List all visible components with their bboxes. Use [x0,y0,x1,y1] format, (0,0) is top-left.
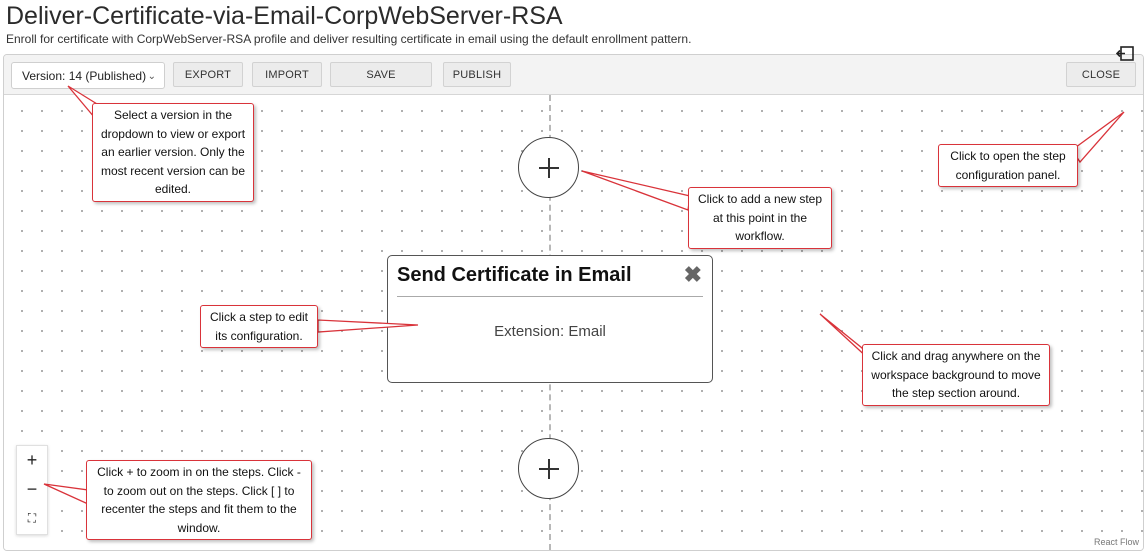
open-panel-icon[interactable] [1116,46,1134,62]
callout-config-panel: Click to open the step configuration pan… [938,144,1078,187]
zoom-controls: + − ⛶ [16,445,48,535]
export-button[interactable]: EXPORT [173,62,243,87]
close-button[interactable]: CLOSE [1066,62,1136,87]
zoom-in-button[interactable]: + [26,450,38,470]
version-select-value: Version: 14 (Published) [22,69,147,83]
close-icon[interactable]: ✖ [683,262,702,287]
save-workflow-button[interactable]: SAVE WORKFLOW [330,62,432,106]
step-divider [397,296,703,297]
callout-zoom: Click + to zoom in on the steps. Click -… [86,460,312,540]
toolbar: Version: 14 (Published) ⌄ EXPORT IMPORT … [4,55,1143,106]
step-title: Send Certificate in Email [397,264,632,286]
fit-view-button[interactable]: ⛶ [27,511,37,525]
callout-add-step: Click to add a new step at this point in… [688,187,832,249]
import-button[interactable]: IMPORT [252,62,322,87]
publish-button[interactable]: PUBLISH [443,62,511,87]
callout-edit-step: Click a step to edit its configuration. [200,305,318,348]
add-step-button-bottom[interactable] [518,438,579,499]
step-extension: Extension: Email [494,323,606,340]
callout-drag: Click and drag anywhere on the workspace… [862,344,1050,406]
chevron-down-icon: ⌄ [147,71,156,82]
workflow-step-card[interactable]: Send Certificate in Email ✖ Extension: E… [387,255,713,383]
react-flow-attribution[interactable]: React Flow [1091,536,1141,548]
zoom-out-button[interactable]: − [26,479,38,499]
add-step-button-top[interactable] [518,137,579,198]
callout-version: Select a version in the dropdown to view… [92,103,254,202]
page-title: Deliver-Certificate-via-Email-CorpWebSer… [6,2,563,30]
version-select[interactable]: Version: 14 (Published) ⌄ [11,62,165,89]
page-subtitle: Enroll for certificate with CorpWebServe… [6,32,692,46]
